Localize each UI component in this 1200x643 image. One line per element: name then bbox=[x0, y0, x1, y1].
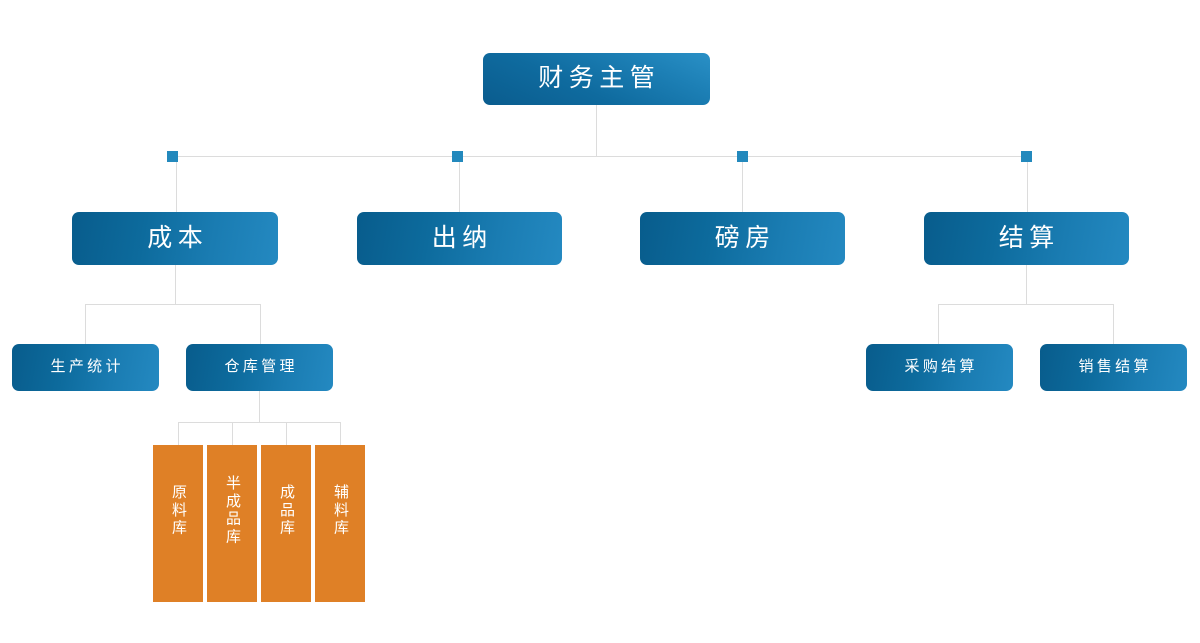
connector-to-purchase-settlement bbox=[938, 304, 939, 344]
node-cashier[interactable]: 出纳 bbox=[357, 212, 562, 265]
connector-to-warehouse-management bbox=[260, 304, 261, 344]
connector-to-raw-material-warehouse bbox=[178, 422, 179, 445]
connector-warehouse-bus bbox=[178, 422, 341, 423]
junction-marker-cost bbox=[167, 151, 178, 162]
connector-level1-bus bbox=[172, 156, 1031, 157]
connector-warehouse-down bbox=[259, 391, 260, 422]
node-production-statistics[interactable]: 生产统计 bbox=[12, 344, 159, 391]
connector-to-settlement bbox=[1027, 156, 1028, 212]
connector-to-finished-goods-warehouse bbox=[286, 422, 287, 445]
connector-cost-down bbox=[175, 265, 176, 304]
connector-to-production-statistics bbox=[85, 304, 86, 344]
node-weighbridge[interactable]: 磅房 bbox=[640, 212, 845, 265]
node-semi-finished-warehouse[interactable]: 半成品库 bbox=[207, 445, 257, 602]
connector-root-down bbox=[596, 105, 597, 156]
junction-marker-cashier bbox=[452, 151, 463, 162]
junction-marker-weighbridge bbox=[737, 151, 748, 162]
connector-to-weighbridge bbox=[742, 156, 743, 212]
connector-to-cashier bbox=[459, 156, 460, 212]
connector-to-sales-settlement bbox=[1113, 304, 1114, 344]
node-cost[interactable]: 成本 bbox=[72, 212, 278, 265]
node-finished-goods-warehouse[interactable]: 成品库 bbox=[261, 445, 311, 602]
node-auxiliary-warehouse[interactable]: 辅料库 bbox=[315, 445, 365, 602]
node-finance-supervisor[interactable]: 财务主管 bbox=[483, 53, 710, 105]
connector-settlement-bus bbox=[938, 304, 1114, 305]
connector-settlement-down bbox=[1026, 265, 1027, 304]
node-sales-settlement[interactable]: 销售结算 bbox=[1040, 344, 1187, 391]
node-purchase-settlement[interactable]: 采购结算 bbox=[866, 344, 1013, 391]
connector-to-cost bbox=[176, 156, 177, 212]
node-raw-material-warehouse[interactable]: 原料库 bbox=[153, 445, 203, 602]
connector-to-semi-finished-warehouse bbox=[232, 422, 233, 445]
connector-cost-bus bbox=[85, 304, 261, 305]
node-warehouse-management[interactable]: 仓库管理 bbox=[186, 344, 333, 391]
node-settlement[interactable]: 结算 bbox=[924, 212, 1129, 265]
connector-to-auxiliary-warehouse bbox=[340, 422, 341, 445]
junction-marker-settlement bbox=[1021, 151, 1032, 162]
